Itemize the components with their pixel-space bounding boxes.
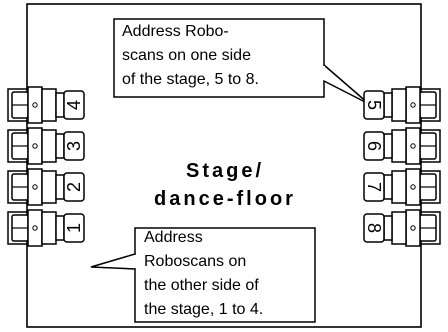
roboscan-unit-5: [363, 86, 441, 124]
stage-label-line1: Stage/: [185, 160, 265, 182]
callout-box-right: [113, 18, 325, 98]
stage-label-line2: dance-floor: [154, 188, 296, 210]
roboscan-unit-2: [7, 168, 85, 206]
roboscan-unit-4: [7, 86, 85, 124]
callout-pointer-left: [90, 253, 136, 270]
roboscan-number-2: 2: [64, 182, 84, 192]
callout-text-left: Address Roboscans on the other side of t…: [144, 229, 264, 318]
roboscan-unit-3: [7, 127, 85, 165]
roboscan-number-7: 7: [364, 182, 384, 192]
roboscan-number-1: 1: [64, 223, 84, 233]
roboscan-unit-8: [363, 209, 441, 247]
roboscan-unit-1: [7, 209, 85, 247]
roboscan-number-6: 6: [364, 141, 384, 151]
roboscan-number-3: 3: [64, 141, 84, 151]
roboscan-unit-7: [363, 168, 441, 206]
callout-box-left: [134, 227, 316, 323]
roboscan-number-5: 5: [364, 100, 384, 110]
callout-text-right: Address Robo- scans on one side of the s…: [122, 23, 259, 88]
roboscan-unit-6: [363, 127, 441, 165]
roboscan-number-4: 4: [64, 100, 84, 110]
roboscan-number-8: 8: [364, 223, 384, 233]
